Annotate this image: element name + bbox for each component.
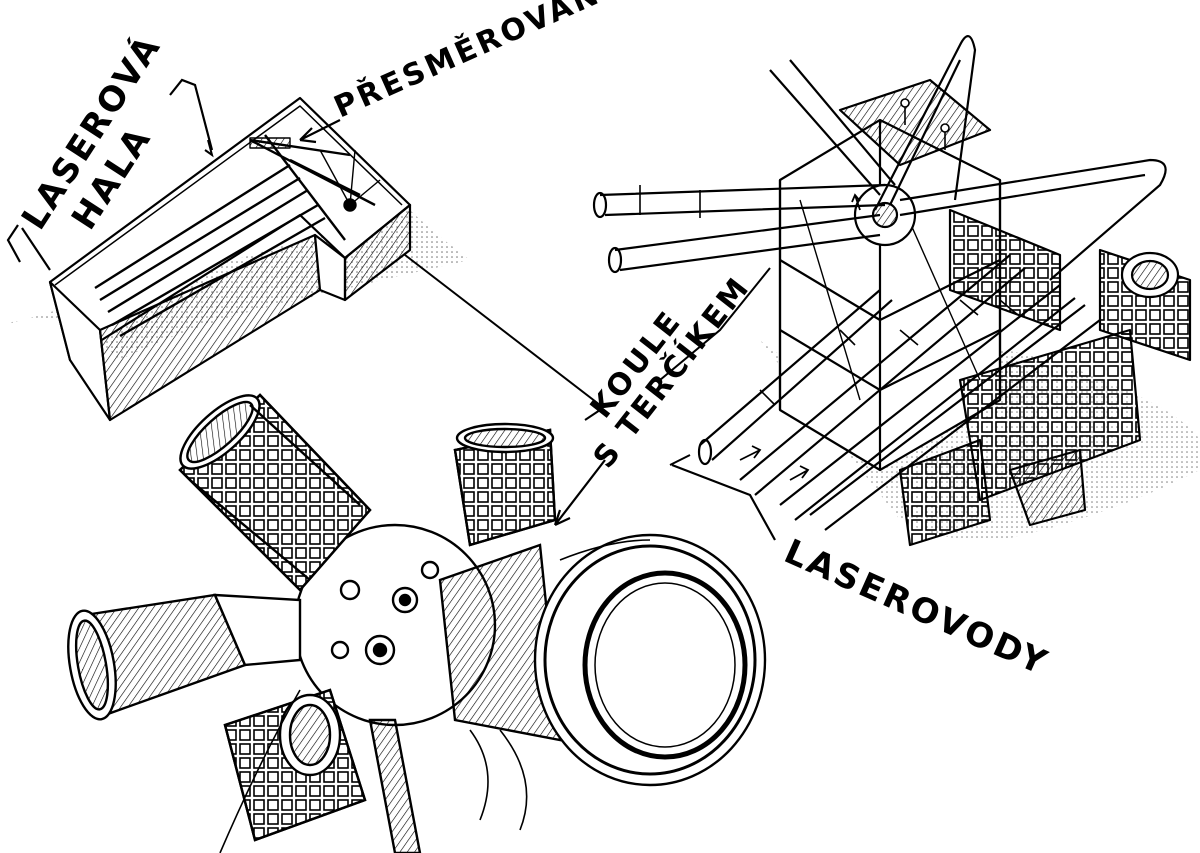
target-chamber-complex bbox=[760, 78, 1200, 547]
laser-hall-label-bracket bbox=[6, 78, 214, 271]
worker-figures bbox=[900, 98, 950, 150]
chamber-grid-wing bbox=[948, 208, 1192, 362]
redirection-label-arrow bbox=[299, 119, 341, 144]
sphere-port-upper-right bbox=[453, 422, 557, 547]
laser-hall-label-arrow bbox=[204, 139, 214, 158]
sphere-port-lower-left bbox=[223, 688, 367, 842]
target-sphere-label-bracket bbox=[584, 267, 771, 421]
laser-guide-tubes bbox=[592, 35, 1167, 531]
redirection-label: PŘESMĚROVÁNÍ bbox=[329, 0, 620, 125]
beam-direction-arrows bbox=[739, 193, 861, 481]
target-sphere-assembly bbox=[67, 393, 767, 853]
sphere-cables bbox=[219, 689, 528, 853]
chamber-top-platform bbox=[838, 78, 992, 167]
chamber-support-frames bbox=[898, 328, 1142, 547]
laser-guides-label-bracket bbox=[671, 463, 776, 541]
target-sphere-label-arrow bbox=[553, 459, 606, 526]
laser-hall-building bbox=[5, 96, 470, 422]
sphere-lower-pipe bbox=[368, 718, 422, 853]
redirection-label-group: PŘESMĚROVÁNÍ bbox=[299, 0, 620, 144]
redirection-optics bbox=[249, 137, 381, 212]
laser-hall-roof-edge bbox=[54, 105, 403, 286]
sphere-port-large-ring bbox=[438, 533, 767, 787]
sphere-port-left-cone bbox=[67, 593, 302, 721]
laser-hall-wing-end bbox=[343, 203, 412, 302]
hall-to-sphere-leader bbox=[404, 254, 601, 406]
laser-guides-label: LASEROVODY bbox=[778, 532, 1055, 684]
sphere-port-upper-left bbox=[178, 393, 372, 592]
target-sphere-label-group: KOULE S TERČÍKEM bbox=[553, 267, 771, 526]
